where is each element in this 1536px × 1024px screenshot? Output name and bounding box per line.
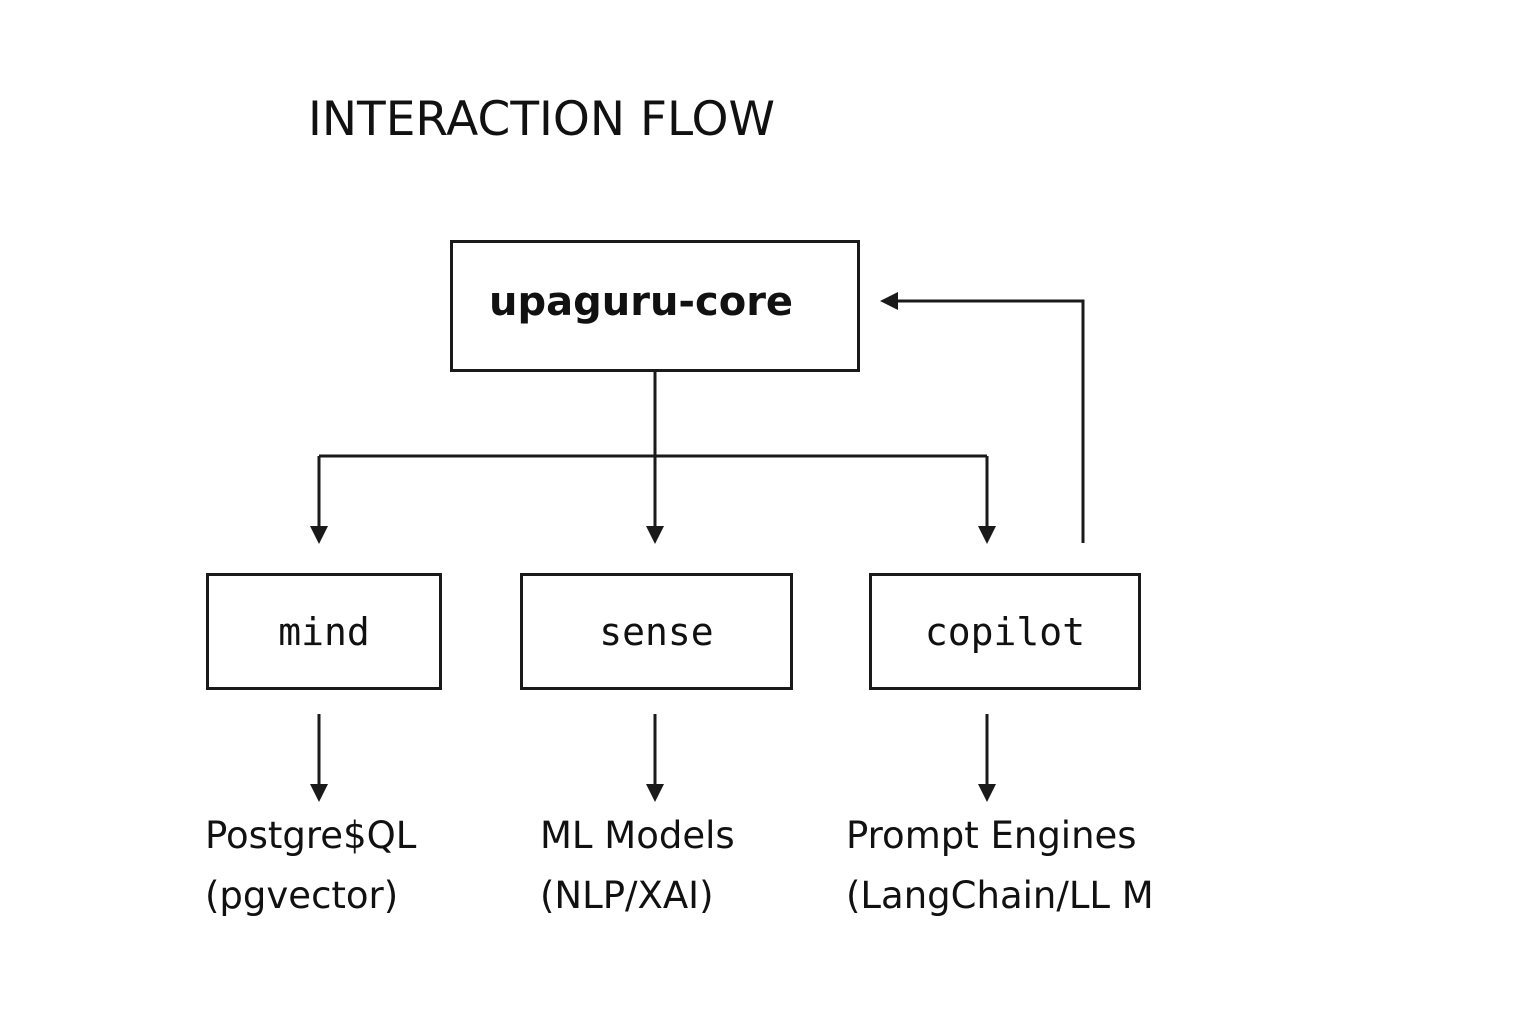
tech-sense-line2: (NLP/XAI) (540, 874, 714, 917)
tech-mind-line1: Postgre$QL (205, 814, 417, 857)
node-upaguru-core: upaguru-core (450, 240, 860, 372)
node-sense-label: sense (599, 610, 714, 654)
arrow-copilot-to-core (880, 292, 1085, 543)
tech-sense-line1: ML Models (540, 814, 735, 857)
tech-copilot: Prompt Engines (LangChain/LL M (846, 806, 1154, 926)
node-mind-label: mind (278, 610, 370, 654)
arrow-core-to-mind (310, 456, 328, 544)
node-upaguru-core-label: upaguru-core (489, 279, 794, 325)
tech-copilot-line1: Prompt Engines (846, 814, 1137, 857)
tech-sense: ML Models (NLP/XAI) (540, 806, 735, 926)
tech-mind: Postgre$QL (pgvector) (205, 806, 416, 926)
tech-mind-line2: (pgvector) (205, 874, 399, 917)
arrow-mind-to-tech (310, 714, 328, 802)
arrow-core-to-sense (646, 456, 664, 544)
diagram-title: INTERACTION FLOW (308, 92, 775, 147)
tech-copilot-line2: (LangChain/LL M (846, 874, 1154, 917)
node-sense: sense (520, 573, 793, 690)
node-mind: mind (206, 573, 442, 690)
arrow-core-to-copilot (978, 456, 996, 544)
arrow-sense-to-tech (646, 714, 664, 802)
node-copilot: copilot (869, 573, 1141, 690)
node-copilot-label: copilot (924, 610, 1086, 654)
arrow-copilot-to-tech (978, 714, 996, 802)
